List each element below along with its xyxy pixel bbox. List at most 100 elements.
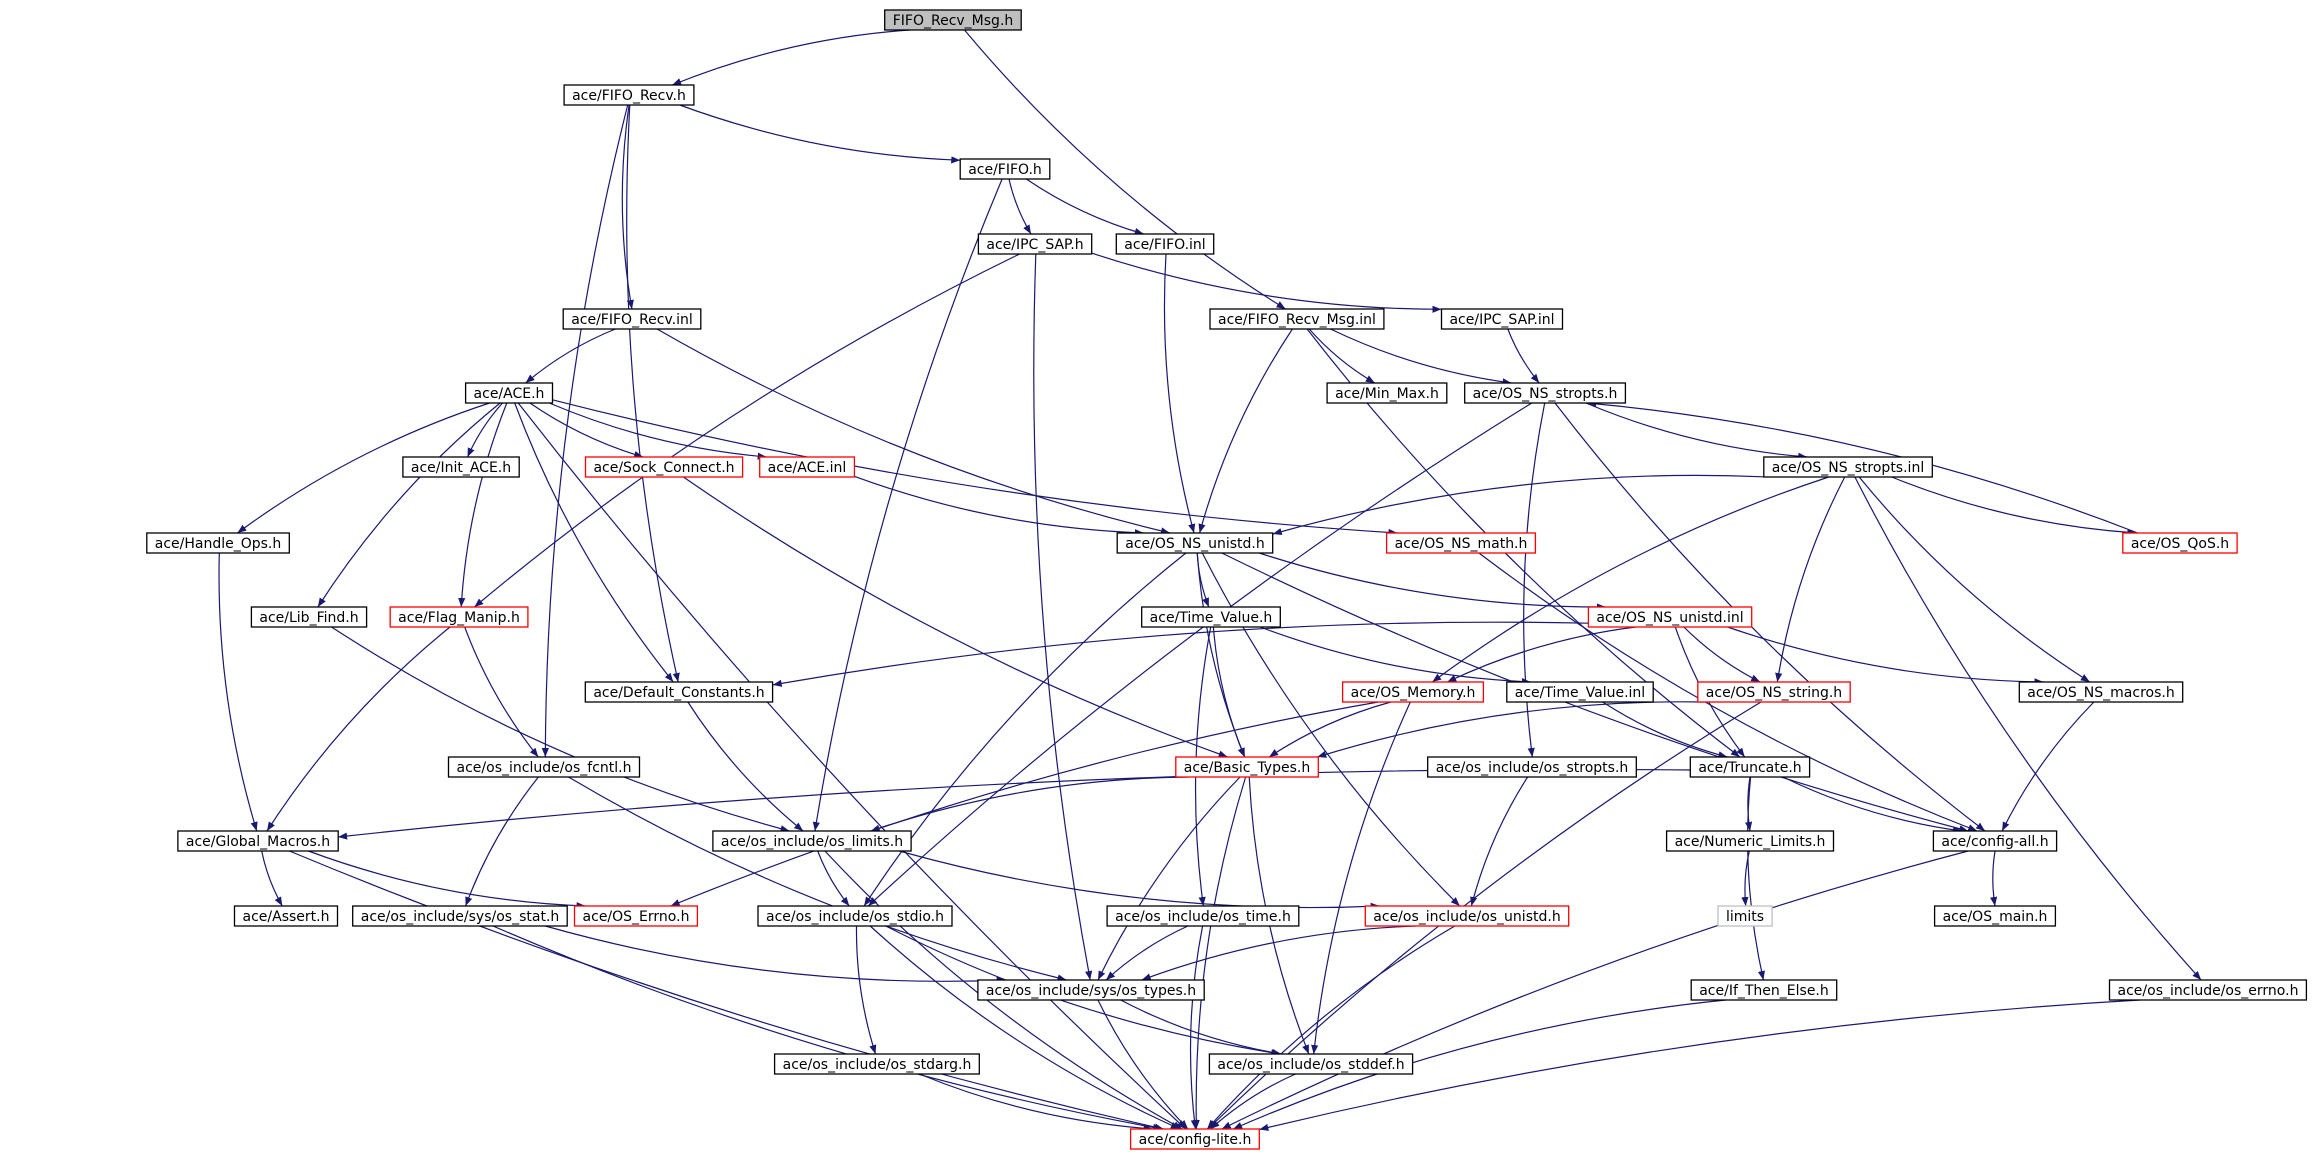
node-box bbox=[884, 9, 1022, 31]
node-lib-find-h[interactable]: ace/Lib_Find.h bbox=[250, 606, 368, 628]
node-config-lite-h[interactable]: ace/config-lite.h bbox=[1129, 1128, 1260, 1150]
dependency-edge bbox=[1259, 626, 1531, 686]
node-os-main-h[interactable]: ace/OS_main.h bbox=[1933, 905, 2057, 927]
node-default-constants-h[interactable]: ace/Default_Constants.h bbox=[584, 681, 774, 703]
node-box bbox=[1690, 979, 1838, 1001]
node-ace-h[interactable]: ace/ACE.h bbox=[464, 382, 554, 404]
dependency-edge bbox=[1141, 925, 1417, 981]
node-handle-ops-h[interactable]: ace/Handle_Ops.h bbox=[146, 532, 290, 554]
node-time-value-inl[interactable]: ace/Time_Value.inl bbox=[1506, 681, 1654, 703]
node-label: ace/Assert.h bbox=[243, 909, 330, 925]
dependency-edge bbox=[679, 104, 961, 164]
node-box bbox=[1464, 382, 1627, 404]
node-os-stdarg-h[interactable]: ace/os_include/os_stdarg.h bbox=[773, 1053, 980, 1075]
node-sock-connect-h[interactable]: ace/Sock_Connect.h bbox=[584, 456, 744, 478]
dependency-edge bbox=[1602, 701, 1728, 759]
node-label: ace/os_include/os_stddef.h bbox=[1217, 1057, 1404, 1073]
node-global-macros-h[interactable]: ace/Global_Macros.h bbox=[177, 830, 339, 852]
node-os-include-errno-h[interactable]: ace/os_include/os_errno.h bbox=[2108, 979, 2308, 1001]
node-fifo-recv-msg-inl[interactable]: ace/FIFO_Recv_Msg.inl bbox=[1209, 308, 1385, 330]
dependency-edge bbox=[1198, 328, 1293, 534]
node-os-stropts-h[interactable]: ace/os_include/os_stropts.h bbox=[1427, 756, 1637, 778]
node-sys-os-types-h[interactable]: ace/os_include/sys/os_types.h bbox=[977, 979, 1205, 1001]
node-flag-manip-h[interactable]: ace/Flag_Manip.h bbox=[389, 606, 529, 628]
dependency-edge bbox=[464, 626, 539, 758]
node-box bbox=[464, 382, 554, 404]
dependency-edge bbox=[1008, 178, 1032, 235]
dependency-edge bbox=[1033, 253, 1093, 981]
node-basic-types-h[interactable]: ace/Basic_Types.h bbox=[1175, 756, 1319, 778]
node-truncate-h[interactable]: ace/Truncate.h bbox=[1689, 756, 1811, 778]
node-label: ace/Numeric_Limits.h bbox=[1675, 834, 1826, 850]
dependency-edge bbox=[1268, 701, 1392, 758]
dependency-edge bbox=[626, 104, 680, 683]
node-box bbox=[1341, 681, 1485, 703]
dependency-edge bbox=[1308, 328, 1376, 384]
node-os-time-h[interactable]: ace/os_include/os_time.h bbox=[1106, 905, 1300, 927]
dependency-edge bbox=[1206, 925, 1456, 1130]
node-label: ace/OS_NS_unistd.h bbox=[1125, 536, 1265, 552]
node-os-ns-stropts-h[interactable]: ace/OS_NS_stropts.h bbox=[1464, 382, 1627, 404]
node-label: ace/Min_Max.h bbox=[1335, 386, 1439, 402]
dependency-edge bbox=[855, 925, 877, 1055]
dependency-edge bbox=[552, 399, 1398, 537]
node-os-stdio-h[interactable]: ace/os_include/os_stdio.h bbox=[757, 905, 953, 927]
node-label: ace/ACE.inl bbox=[768, 460, 847, 476]
node-label: ace/Lib_Find.h bbox=[259, 610, 358, 626]
node-fifo-h[interactable]: ace/FIFO.h bbox=[959, 158, 1051, 180]
node-min-max-h[interactable]: ace/Min_Max.h bbox=[1326, 382, 1448, 404]
node-os-stddef-h[interactable]: ace/os_include/os_stddef.h bbox=[1208, 1053, 1414, 1075]
node-os-errno-h-ace[interactable]: ace/OS_Errno.h bbox=[573, 905, 699, 927]
node-ipc-sap-inl[interactable]: ace/IPC_SAP.inl bbox=[1440, 308, 1564, 330]
node-label: ace/OS_QoS.h bbox=[2131, 536, 2229, 552]
dependency-edge bbox=[492, 925, 1163, 1131]
node-config-all-h[interactable]: ace/config-all.h bbox=[1932, 830, 2058, 852]
node-os-memory-h[interactable]: ace/OS_Memory.h bbox=[1341, 681, 1485, 703]
node-label: ace/config-lite.h bbox=[1139, 1132, 1252, 1148]
node-os-ns-stropts-inl[interactable]: ace/OS_NS_stropts.inl bbox=[1763, 456, 1933, 478]
node-fifo-inl[interactable]: ace/FIFO.inl bbox=[1115, 233, 1215, 255]
node-label: ace/OS_Memory.h bbox=[1351, 685, 1476, 701]
node-box bbox=[1364, 905, 1570, 927]
dependency-edge bbox=[1891, 476, 2137, 536]
node-label: FIFO_Recv_Msg.h bbox=[893, 13, 1014, 29]
node-ipc-sap-h[interactable]: ace/IPC_SAP.h bbox=[977, 233, 1093, 255]
dependency-edge bbox=[1683, 626, 1761, 683]
node-label: ace/config-all.h bbox=[1941, 834, 2048, 850]
dependency-edge bbox=[1990, 850, 1998, 907]
node-fifo-recv-h[interactable]: ace/FIFO_Recv.h bbox=[563, 84, 695, 106]
node-box bbox=[584, 681, 774, 703]
dependency-edge bbox=[1210, 1073, 1296, 1130]
dependency-edge bbox=[289, 850, 1164, 1131]
dependency-edge bbox=[670, 701, 1379, 907]
node-label: ace/FIFO_Recv.h bbox=[572, 88, 686, 104]
node-fifo-recv-inl[interactable]: ace/FIFO_Recv.inl bbox=[562, 308, 702, 330]
node-os-unistd-h[interactable]: ace/os_include/os_unistd.h bbox=[1364, 905, 1570, 927]
node-os-ns-unistd-h[interactable]: ace/OS_NS_unistd.h bbox=[1116, 532, 1274, 554]
dependency-edge bbox=[568, 776, 1067, 982]
dependency-edge bbox=[1097, 776, 1241, 981]
node-os-ns-unistd-inl[interactable]: ace/OS_NS_unistd.inl bbox=[1587, 606, 1753, 628]
node-ace-inl[interactable]: ace/ACE.inl bbox=[759, 456, 856, 478]
node-os-ns-math-h[interactable]: ace/OS_NS_math.h bbox=[1385, 532, 1537, 554]
dependency-edge bbox=[1470, 776, 1529, 907]
dependency-edge bbox=[514, 402, 674, 683]
node-os-fcntl-h[interactable]: ace/os_include/os_fcntl.h bbox=[447, 756, 641, 778]
node-numeric-limits-h[interactable]: ace/Numeric_Limits.h bbox=[1665, 830, 1835, 852]
node-root[interactable]: FIFO_Recv_Msg.h bbox=[884, 9, 1022, 31]
node-os-qos-h[interactable]: ace/OS_QoS.h bbox=[2122, 532, 2238, 554]
node-os-ns-macros-h[interactable]: ace/OS_NS_macros.h bbox=[2018, 681, 2184, 703]
dependency-edge bbox=[1775, 476, 1846, 683]
node-os-ns-string-h[interactable]: ace/OS_NS_string.h bbox=[1697, 681, 1851, 703]
node-box bbox=[146, 532, 290, 554]
dependency-edge bbox=[1120, 999, 1282, 1057]
node-box bbox=[1689, 756, 1811, 778]
dependency-edge bbox=[465, 776, 539, 907]
node-time-value-h[interactable]: ace/Time_Value.h bbox=[1141, 606, 1281, 628]
node-init-ace-h[interactable]: ace/Init_ACE.h bbox=[402, 456, 520, 478]
node-if-then-else-h[interactable]: ace/If_Then_Else.h bbox=[1690, 979, 1838, 1001]
node-os-limits-h[interactable]: ace/os_include/os_limits.h bbox=[712, 830, 912, 852]
dependency-edge bbox=[308, 850, 586, 910]
node-assert-h[interactable]: ace/Assert.h bbox=[233, 905, 339, 927]
node-sys-os-stat-h[interactable]: ace/os_include/sys/os_stat.h bbox=[352, 905, 568, 927]
